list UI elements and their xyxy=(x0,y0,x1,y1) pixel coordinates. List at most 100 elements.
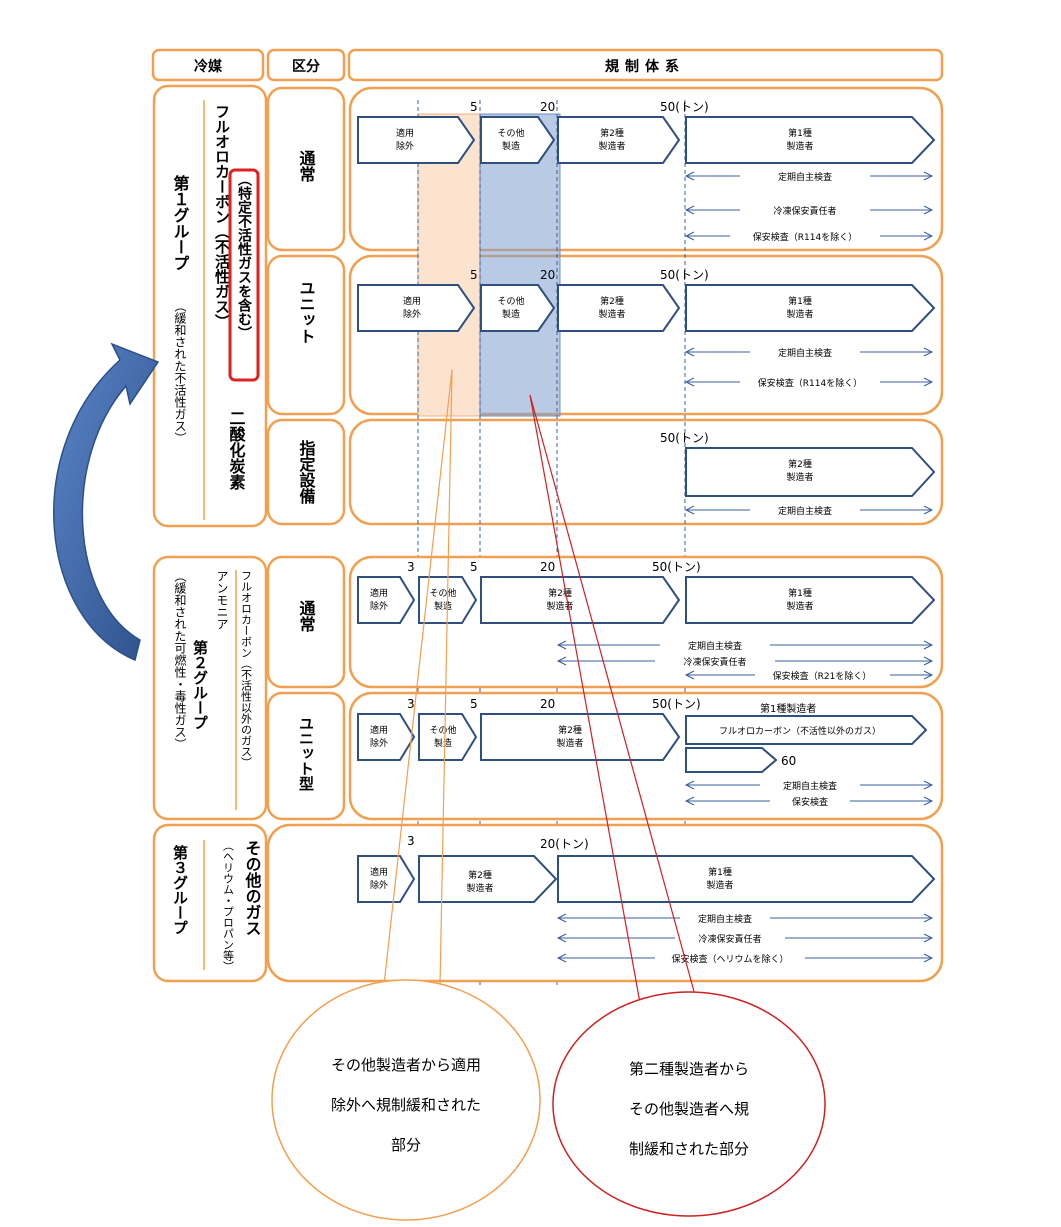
group3-title: 第３グループ xyxy=(171,844,189,935)
g1n-first-arrow xyxy=(685,116,936,164)
g1u-exempt2: 除外 xyxy=(403,308,421,320)
g1-designated-system xyxy=(348,418,944,526)
g1-row-unit: ユニット xyxy=(297,280,316,344)
g1d-second-arrow xyxy=(685,447,936,497)
group1-fc-title: フルオロカーボン（不活性ガス） xyxy=(213,104,231,329)
g1u-exempt1: 適用 xyxy=(403,295,421,307)
g3-exempt1: 適用 xyxy=(370,866,388,878)
g1n-safety: 保安検査（R114を除く） xyxy=(753,231,857,243)
header-refrigerant: 冷媒 xyxy=(194,58,223,75)
group3-gas: その他のガス xyxy=(243,840,263,936)
g3-first1: 第1種 xyxy=(708,866,732,878)
g1n-other2: 製造 xyxy=(502,140,520,152)
g1d-second1: 第2種 xyxy=(788,458,812,470)
g1n-first2: 製造者 xyxy=(786,140,813,152)
blue-curved-arrow xyxy=(53,342,160,662)
g1n-s20: 20 xyxy=(540,100,555,114)
g1-unit-cat xyxy=(266,254,346,416)
red-bubble-line1: 第二種製造者から xyxy=(629,1060,749,1078)
orange-bubble-line1: その他製造者から適用 xyxy=(331,1056,481,1074)
g1n-first1: 第1種 xyxy=(788,127,812,139)
g2n-s3: 3 xyxy=(407,560,415,574)
g2n-manager: 冷凍保安責任者 xyxy=(683,656,746,668)
g3-periodic: 定期自主検査 xyxy=(698,913,752,925)
g1d-s50: 50(トン) xyxy=(660,431,709,445)
g2u-exempt2: 除外 xyxy=(370,737,388,749)
g1u-periodic: 定期自主検査 xyxy=(778,347,832,359)
g2u-other-arrow xyxy=(418,713,478,761)
g1d-periodic: 定期自主検査 xyxy=(778,505,832,517)
group2-gas: アンモニア xyxy=(215,570,229,630)
g2-normal-cat xyxy=(266,555,346,689)
g1d-second2: 製造者 xyxy=(786,471,813,483)
g2n-exempt1: 適用 xyxy=(370,587,388,599)
g1n-manager: 冷凍保安責任者 xyxy=(773,205,836,217)
specific-inert-highlight xyxy=(228,168,260,382)
g1n-exempt2: 除外 xyxy=(396,140,414,152)
g2u-safety: 保安検査 xyxy=(792,796,828,808)
group1-co2: 二酸化炭素 xyxy=(227,410,246,491)
g1u-second2: 製造者 xyxy=(598,308,625,320)
g3-second2: 製造者 xyxy=(466,882,493,894)
g2n-second2: 製造者 xyxy=(546,600,573,612)
blue-band xyxy=(479,113,561,417)
g2n-second1: 第2種 xyxy=(548,587,572,599)
g2u-s20: 20 xyxy=(540,697,555,711)
g1n-second1: 第2種 xyxy=(600,127,624,139)
g3-s3: 3 xyxy=(407,834,415,848)
group1-frame xyxy=(152,84,268,528)
g1-designated-cat xyxy=(266,418,346,526)
g2u-periodic: 定期自主検査 xyxy=(783,780,837,792)
g3-s20t: 20(トン) xyxy=(540,837,589,851)
header-system: 規制体系 xyxy=(605,58,685,75)
g2u-other1: その他 xyxy=(429,724,456,736)
g1u-first-arrow xyxy=(685,284,936,332)
g1n-other-arrow xyxy=(480,116,556,164)
g1u-s5: 5 xyxy=(470,268,478,282)
g1n-second-arrow xyxy=(557,116,681,164)
orange-band xyxy=(417,113,481,417)
g3-exempt2: 除外 xyxy=(370,879,388,891)
header-refrigerant-box xyxy=(151,48,265,82)
group3-gas-sub: （ヘリウム・プロパン等） xyxy=(222,840,235,972)
g2n-s20: 20 xyxy=(540,560,555,574)
group3-frame xyxy=(152,823,268,983)
g3-second-arrow xyxy=(418,855,558,903)
g2n-s50: 50(トン) xyxy=(652,560,701,574)
g1n-periodic: 定期自主検査 xyxy=(778,171,832,183)
group2-gas2: フルオロカーボン（不活性以外のガス） xyxy=(240,570,253,768)
g2u-second2: 製造者 xyxy=(556,737,583,749)
red-bubble-line3: 制緩和された部分 xyxy=(629,1140,749,1158)
g2u-exempt-arrow xyxy=(357,713,416,761)
g2n-s5: 5 xyxy=(470,560,478,574)
g1n-exempt-arrow xyxy=(357,116,476,164)
g1u-other1: その他 xyxy=(497,295,524,307)
g1n-s50: 50(トン) xyxy=(660,100,709,114)
red-bubble xyxy=(552,991,826,1217)
g1u-safety: 保安検査（R114を除く） xyxy=(758,377,862,389)
g2u-s50: 50(トン) xyxy=(652,697,701,711)
g2-row-unit: ユニット型 xyxy=(297,716,315,791)
g1u-s20: 20 xyxy=(540,268,555,282)
g2n-safety: 保安検査（R21を除く） xyxy=(773,670,872,682)
g1u-exempt-arrow xyxy=(357,284,476,332)
g2u-exempt1: 適用 xyxy=(370,724,388,736)
g3-first2: 製造者 xyxy=(706,879,733,891)
callout-lines xyxy=(383,369,696,1004)
g2n-other1: その他 xyxy=(429,587,456,599)
g1u-s50: 50(トン) xyxy=(660,268,709,282)
g2u-second-arrow xyxy=(480,713,681,761)
g1u-other-arrow xyxy=(480,284,556,332)
g2n-other2: 製造 xyxy=(434,600,452,612)
g1u-second1: 第2種 xyxy=(600,295,624,307)
g1n-other1: その他 xyxy=(497,127,524,139)
g3-safety: 保安検査（ヘリウムを除く） xyxy=(671,953,788,965)
orange-bubble xyxy=(271,979,541,1221)
group2-title: 第２グループ xyxy=(191,639,209,730)
g2u-fc-arrow xyxy=(685,715,928,745)
g2u-s60: 60 xyxy=(781,754,796,768)
header-system-box xyxy=(347,48,944,82)
g2u-second1: 第2種 xyxy=(558,724,582,736)
